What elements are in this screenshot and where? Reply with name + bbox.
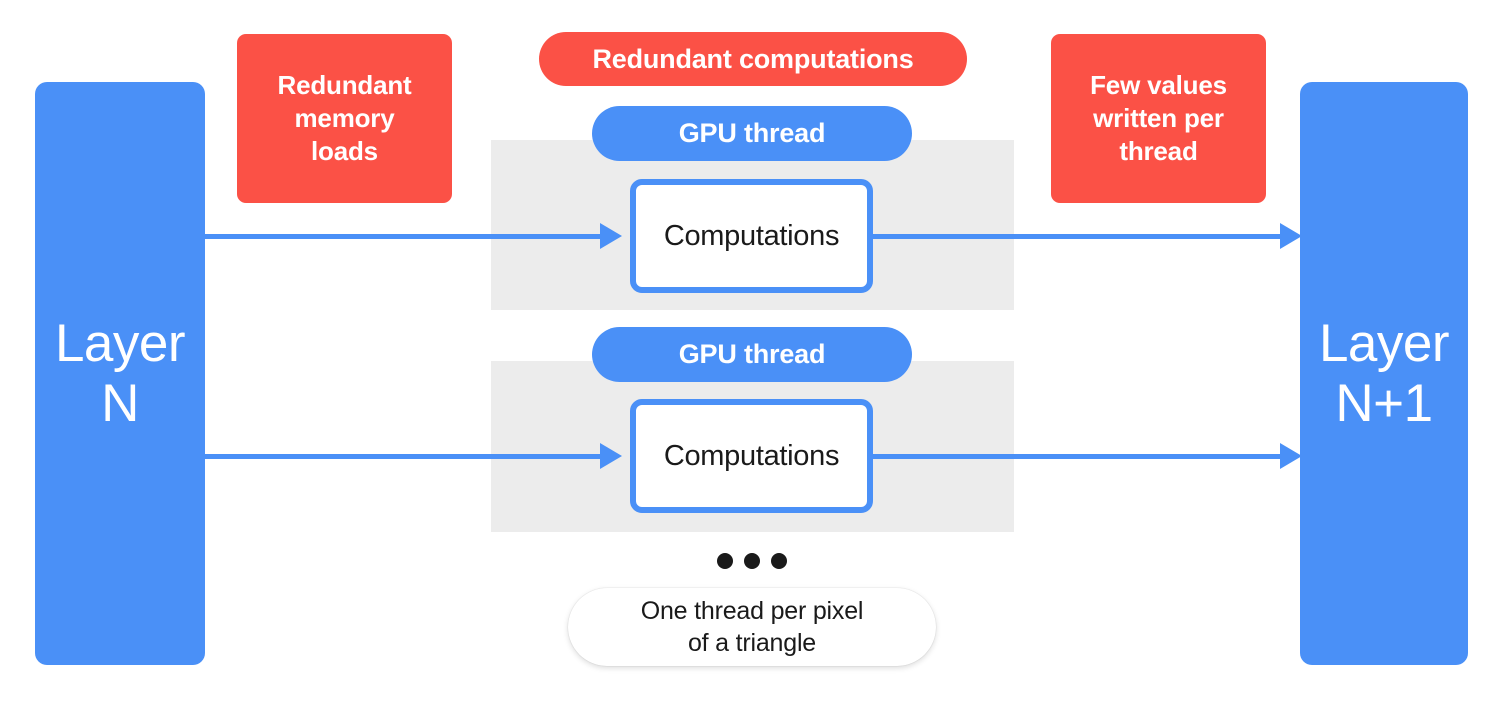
arrow-input-line-1 xyxy=(205,234,607,239)
callout-redundant-memory-loads: Redundant memory loads xyxy=(237,34,452,203)
arrow-input-head-1 xyxy=(600,223,622,249)
arrow-output-line-1 xyxy=(868,234,1286,239)
arrow-output-line-2 xyxy=(868,454,1286,459)
computations-box-1: Computations xyxy=(630,179,873,293)
layer-n-block: Layer N xyxy=(35,82,205,665)
gpu-thread-pill-1: GPU thread xyxy=(592,106,912,161)
gpu-thread-pill-2: GPU thread xyxy=(592,327,912,382)
ellipsis-dot xyxy=(771,553,787,569)
arrow-output-head-1 xyxy=(1280,223,1302,249)
caption-one-thread-per-pixel: One thread per pixel of a triangle xyxy=(568,588,936,666)
callout-few-values-written-per-thread: Few values written per thread xyxy=(1051,34,1266,203)
callout-redundant-computations: Redundant computations xyxy=(539,32,967,86)
ellipsis-dot xyxy=(744,553,760,569)
arrow-input-line-2 xyxy=(205,454,607,459)
arrow-output-head-2 xyxy=(1280,443,1302,469)
ellipsis-dots-icon xyxy=(717,551,787,571)
computations-box-2: Computations xyxy=(630,399,873,513)
layer-n-plus-1-block: Layer N+1 xyxy=(1300,82,1468,665)
ellipsis-dot xyxy=(717,553,733,569)
arrow-input-head-2 xyxy=(600,443,622,469)
